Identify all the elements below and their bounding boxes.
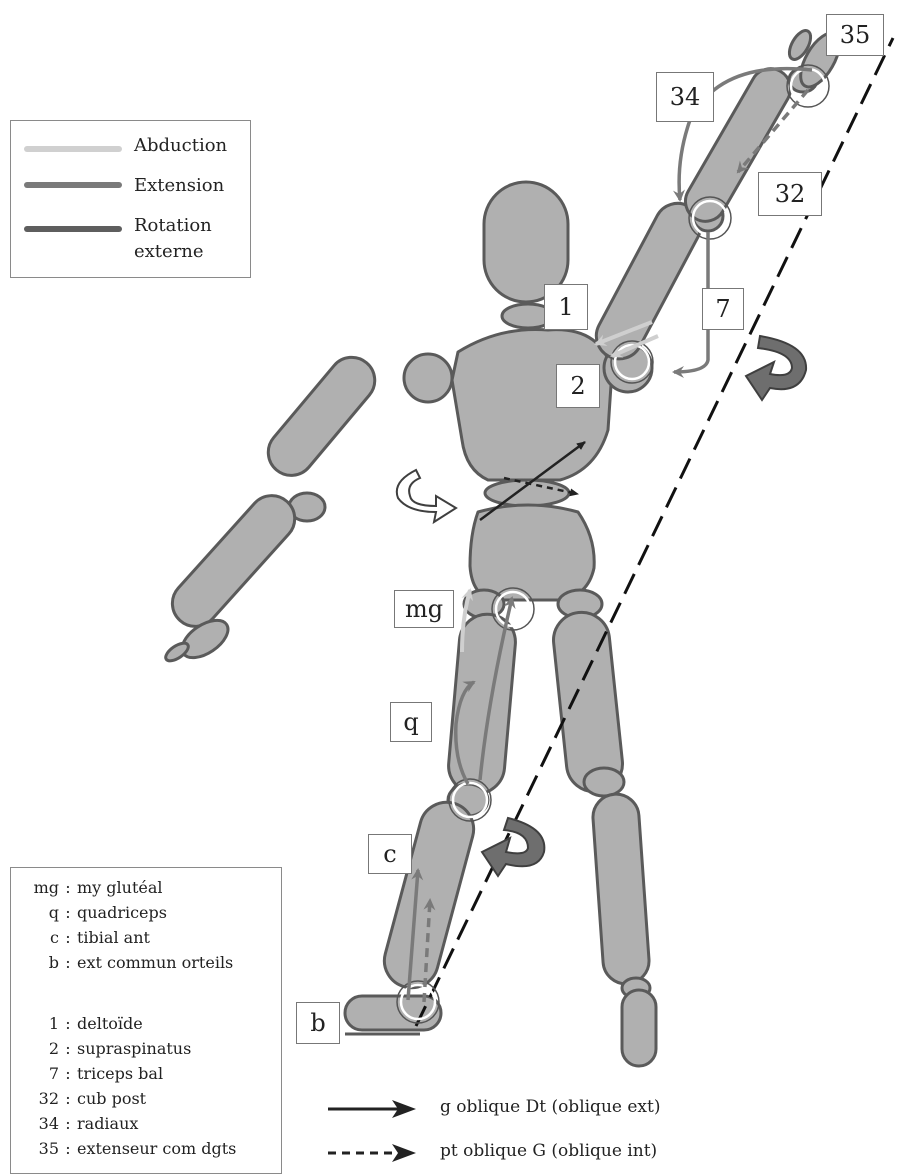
upper-arm-right xyxy=(259,348,384,485)
key-row: c:tibial ant xyxy=(11,928,150,947)
legend-label-abduction: Abduction xyxy=(134,135,227,156)
label-c: c xyxy=(368,834,412,874)
key-name: my glutéal xyxy=(77,878,163,897)
key-name: supraspinatus xyxy=(77,1039,191,1058)
key-name: deltoïde xyxy=(77,1014,143,1033)
shin-right xyxy=(378,796,479,994)
legend-label-rotation-2: externe xyxy=(134,241,204,262)
key-row: 7:triceps bal xyxy=(11,1064,163,1083)
key-code: 32 xyxy=(11,1089,59,1108)
forearm-right xyxy=(163,486,304,636)
key-row: 32:cub post xyxy=(11,1089,146,1108)
rotation-arrow-shoulder xyxy=(746,336,806,400)
key-row: 34:radiaux xyxy=(11,1114,138,1133)
legend-dashed-label: pt oblique G (oblique int) xyxy=(440,1141,657,1161)
thumb-right xyxy=(163,640,191,664)
knee-left xyxy=(584,768,624,796)
key-name: quadriceps xyxy=(77,903,167,922)
label-q: q xyxy=(390,702,432,742)
key-name: ext commun orteils xyxy=(77,953,233,972)
label-b: b xyxy=(296,1002,340,1044)
label-7: 7 xyxy=(702,288,744,330)
key-row: q:quadriceps xyxy=(11,903,167,922)
label-32: 32 xyxy=(758,172,822,216)
key-row: b:ext commun orteils xyxy=(11,953,233,972)
pelvis xyxy=(470,505,594,600)
label-mg: mg xyxy=(394,590,454,628)
key-row: 1:deltoïde xyxy=(11,1014,143,1033)
foot-right xyxy=(345,996,441,1030)
legend-label-rotation: Rotation xyxy=(134,215,212,236)
key-name: extenseur com dgts xyxy=(77,1139,236,1158)
key-row: 2:supraspinatus xyxy=(11,1039,191,1058)
label-2: 2 xyxy=(556,364,600,408)
label-34: 34 xyxy=(656,72,714,122)
foot-left xyxy=(622,990,656,1066)
key-code: q xyxy=(11,903,59,922)
legend-box: Abduction Extension Rotation externe xyxy=(10,120,251,278)
key-code: 34 xyxy=(11,1114,59,1133)
key-code: mg xyxy=(11,878,59,897)
legend-solid-label: g oblique Dt (oblique ext) xyxy=(440,1097,660,1117)
key-name: radiaux xyxy=(77,1114,138,1133)
key-code: 2 xyxy=(11,1039,59,1058)
key-row: 35:extenseur com dgts xyxy=(11,1139,236,1158)
thigh-left xyxy=(551,610,626,795)
muscle-key-box: mg:my glutéal q:quadriceps c:tibial ant … xyxy=(10,867,282,1174)
rotation-arrow-waist xyxy=(397,470,456,522)
key-row: mg:my glutéal xyxy=(11,878,163,897)
key-code: 35 xyxy=(11,1139,59,1158)
key-code: 1 xyxy=(11,1014,59,1033)
key-name: cub post xyxy=(77,1089,146,1108)
key-name: triceps bal xyxy=(77,1064,163,1083)
label-35: 35 xyxy=(826,14,884,56)
key-code: 7 xyxy=(11,1064,59,1083)
key-name: tibial ant xyxy=(77,928,150,947)
legend-label-extension: Extension xyxy=(134,175,224,196)
key-code: c xyxy=(11,928,59,947)
shoulder-right xyxy=(404,354,452,402)
label-1: 1 xyxy=(544,284,588,330)
key-code: b xyxy=(11,953,59,972)
shin-left xyxy=(591,793,650,986)
rotation-arrow-ankle xyxy=(482,818,544,876)
